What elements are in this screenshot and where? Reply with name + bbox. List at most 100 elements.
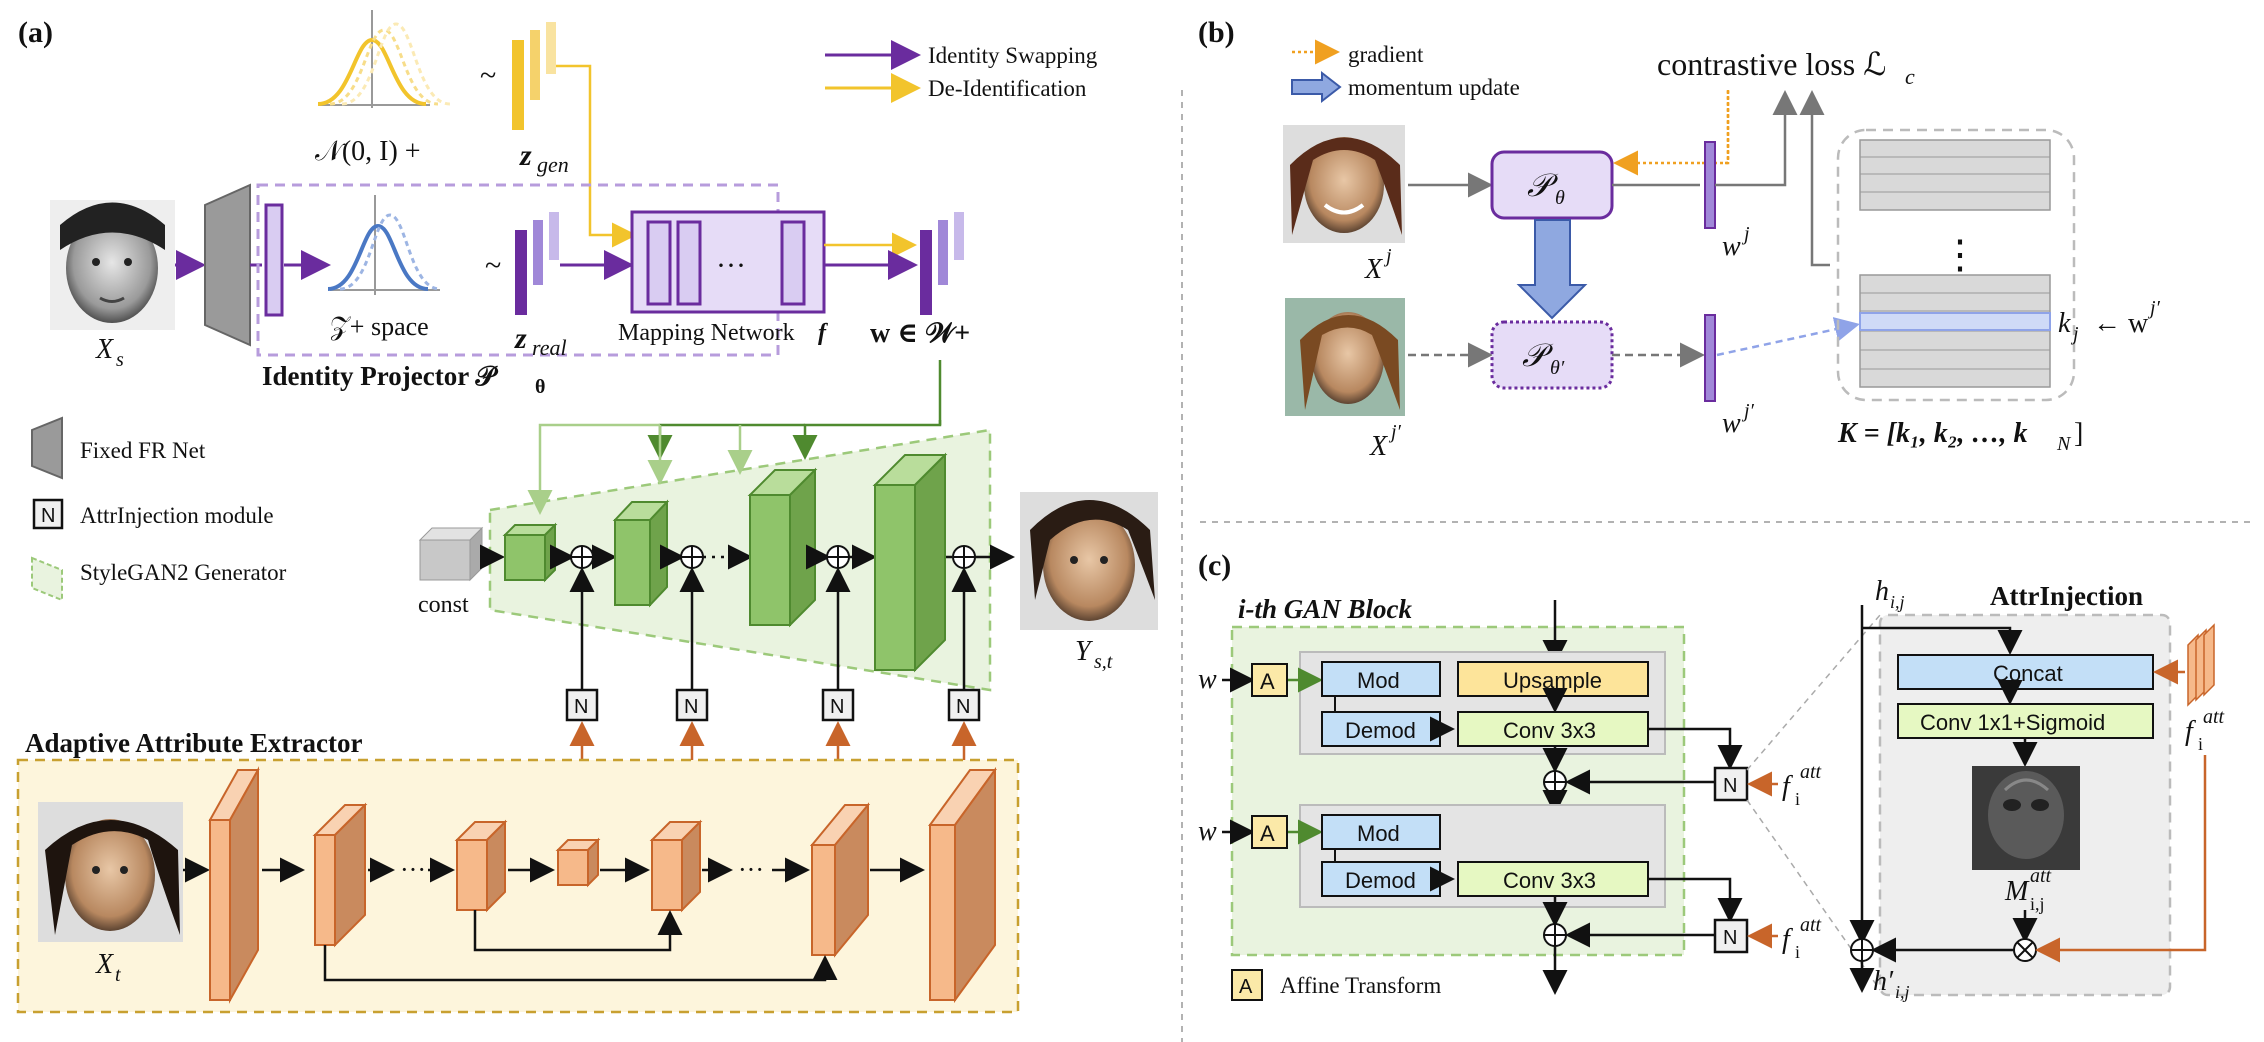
momentum-legend-arrow [1291,70,1342,104]
z-gen-label: z [519,139,532,172]
fixed-fr-net-shape [204,183,251,347]
k-set-sub: N [2056,433,2072,455]
xj-prime-sup: j′ [1388,421,1402,443]
svg-text:att: att [1800,761,1822,783]
legend-n-icon [32,498,64,530]
svg-text:Demod: Demod [1345,718,1416,743]
svg-text:A: A [1260,669,1275,694]
generator-layer-1 [502,522,558,583]
w-to-layer3 [647,423,805,460]
xj-sup: j [1383,245,1392,267]
k-set-label: K = [k₁, k₂, …, k [1837,418,2027,449]
panel-b-label: (b) [1198,16,1235,49]
legend-identity-swapping: Identity Swapping [928,43,1098,68]
mod-box-2 [1321,814,1441,850]
z-real-vectors [515,212,559,315]
mod-box-1 [1321,661,1441,697]
xj-prime-label: X [1369,431,1388,462]
legend-fixed-fr-net: Fixed FR Net [80,438,206,463]
const-label: const [418,592,469,618]
kj-label: k [2058,308,2071,339]
svg-text:N: N [574,696,588,718]
w-input-1: w [1198,664,1217,695]
normal-dist-label: 𝒩(0, I) + [315,136,421,167]
tilde-gen: ~ [480,59,496,92]
svg-text:att: att [1800,914,1822,936]
w-space-label: w ∈ 𝒲+ [870,318,970,349]
encoder-block-5 [809,802,871,958]
svg-text:Mod: Mod [1357,668,1400,693]
mapping-dots: ··· [716,249,746,282]
svg-text:Conv 1x1+Sigmoid: Conv 1x1+Sigmoid [1920,710,2105,735]
xs-sub: s [116,349,124,371]
p-theta-box [1490,150,1614,220]
svg-text:N: N [830,696,844,718]
contrastive-loss-sub: c [1905,64,1915,89]
svg-text:Demod: Demod [1345,868,1416,893]
queue-vdots: ⋮ [1940,232,1980,277]
identity-projector-sub: θ [535,376,545,398]
h-prime-label: h′ [1873,966,1894,997]
panel-a-label: (a) [18,16,53,49]
deid-arrow-path [556,64,637,248]
m-att-sup: att [2030,865,2052,887]
legend-attrinjection: AttrInjection module [80,503,274,528]
source-face-image [50,200,175,330]
affine-a-1 [1251,663,1288,697]
svg-text:i: i [1795,789,1800,809]
generator-layer-2 [612,499,670,608]
gan-block-title: i-th GAN Block [1238,594,1413,624]
wj-prime-label: w [1722,408,1741,439]
kj-assign: ← w [2093,308,2149,339]
encoder-block-3 [454,819,508,913]
p-theta-prime-box [1490,320,1614,390]
face-xj-image [1283,125,1405,243]
svg-text:Mod: Mod [1357,821,1400,846]
svg-text:Upsample: Upsample [1503,668,1602,693]
h-sub: i,j [1890,592,1905,612]
z-space-distribution-icon [327,195,441,295]
svg-text:att: att [2203,706,2225,728]
xj-label: X [1364,254,1383,285]
svg-text:N: N [684,696,698,718]
kj-assign-sup: j′ [2147,297,2161,319]
const-cube [418,526,484,582]
encoder-block-2 [312,802,368,948]
attrinjection-n-2: N [675,567,709,768]
projector-vector [264,203,284,317]
f-att-c2: f [1782,924,1793,955]
identity-projector-label: Identity Projector 𝒫 [262,361,498,391]
queue-to-loss [1799,90,1830,267]
p-theta-sub: θ [1555,187,1565,209]
z-gen-vectors [512,22,556,130]
encoder-bottleneck [555,837,601,888]
affine-a-2 [1251,815,1288,849]
wj-vector [1704,141,1716,229]
face-xj-prime-image [1285,298,1405,416]
svg-text:N: N [1723,927,1737,949]
w-input-2: w [1198,816,1217,847]
generator-layer-3 [747,467,818,628]
svg-text:A: A [1239,976,1253,998]
legend-affine-transform: Affine Transform [1280,973,1441,998]
encoder-block-4 [649,819,703,913]
wj-sup: j [1741,223,1750,245]
svg-text:N: N [1723,775,1737,797]
xs-label: X [95,334,114,365]
svg-text:N: N [956,696,970,718]
wj-label: w [1722,231,1741,262]
f-att-c3: f [2185,716,2196,747]
legend-fr-net-icon [31,416,63,480]
output-face-image [1020,492,1158,630]
svg-text:i: i [2198,734,2203,754]
xt-label: X [95,949,114,980]
svg-text:Conv 3x3: Conv 3x3 [1503,718,1596,743]
svg-text:i: i [1795,942,1800,962]
mapping-network-label: Mapping Network [618,320,795,346]
m-att-sub: i,j [2030,894,2045,914]
panel-c-label: (c) [1198,549,1231,582]
wj-prime-sup: j′ [1741,400,1755,422]
momentum-update-arrow [1516,219,1588,320]
attrinjection-title: AttrInjection [1990,581,2143,611]
